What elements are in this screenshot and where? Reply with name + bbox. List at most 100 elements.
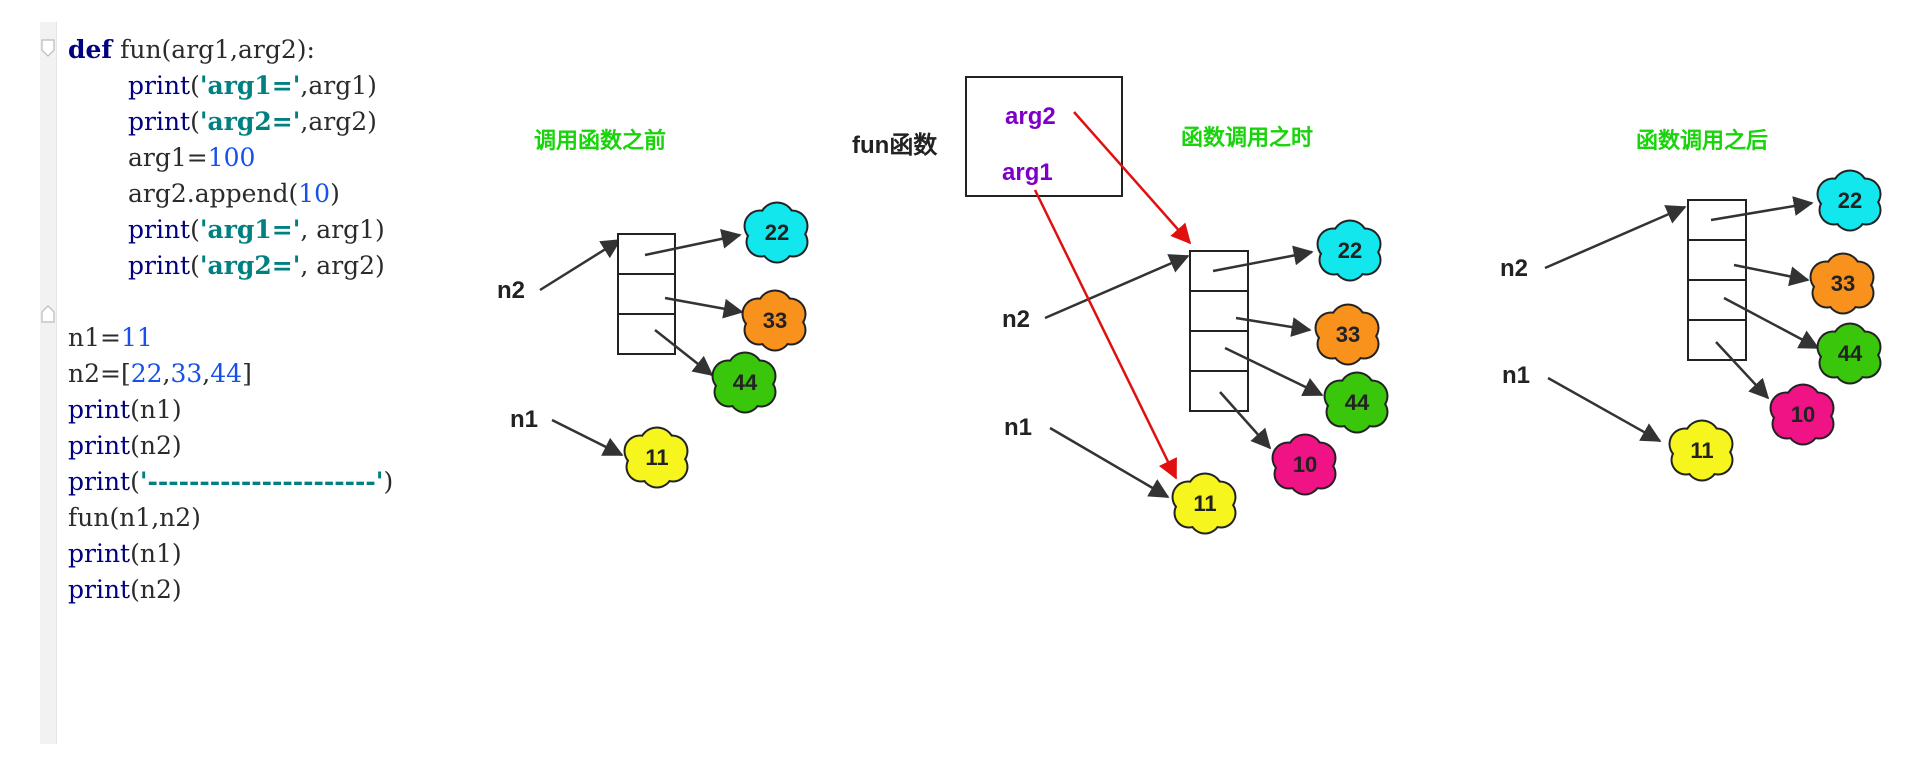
fold-open-icon[interactable] (41, 39, 55, 57)
code-token: def (68, 35, 113, 64)
code-line: print(n2) (68, 428, 182, 464)
cloud-value: 22 (1338, 238, 1362, 263)
arg1-red-arrow (1033, 189, 1178, 480)
fold-close-icon[interactable] (41, 305, 55, 323)
code-token: , arg1) (300, 215, 385, 244)
code-token: ( (130, 467, 140, 496)
code-token: (n2) (130, 575, 182, 604)
code-token: print (68, 539, 131, 568)
during-cloud-11: 11 (1171, 472, 1237, 535)
code-line: print(n2) (68, 572, 182, 608)
after-arrow-10 (1715, 341, 1770, 400)
code-line: print('----------------------') (68, 464, 393, 500)
arg1-label: arg1 (1002, 159, 1053, 186)
code-line: print('arg1=', arg1) (128, 212, 385, 248)
code-token: ( (190, 71, 200, 100)
code-line: n2=[22,33,44] (68, 356, 252, 392)
code-line: n1=11 (68, 320, 153, 356)
cloud-value: 11 (1193, 491, 1216, 516)
cloud-value: 11 (645, 445, 668, 470)
before-n2-label: n2 (497, 277, 525, 304)
code-token: (n1) (130, 395, 182, 424)
after-n1-label: n1 (1502, 362, 1530, 389)
before-list-cell-1 (617, 273, 676, 315)
after-n2-arrow (1544, 205, 1687, 270)
code-token: fun(arg1,arg2): (112, 35, 315, 64)
during-arrow-33 (1235, 316, 1312, 337)
after-list-cell-1 (1687, 239, 1747, 281)
code-token: (n2) (130, 431, 182, 460)
code-token: print (128, 71, 191, 100)
during-n2-arrow (1044, 254, 1190, 320)
code-token: print (68, 431, 131, 460)
during-n1-arrow (1049, 426, 1170, 499)
code-token: 'arg2=' (199, 107, 301, 136)
before-cloud-33: 33 (741, 289, 807, 352)
before-arrow-33 (664, 296, 744, 319)
after-cloud-22: 22 (1816, 169, 1882, 232)
code-token: n1= (68, 323, 121, 352)
code-token: fun(n1,n2) (68, 503, 201, 532)
code-token: arg2.append( (128, 179, 299, 208)
arg2-red-arrow (1073, 111, 1192, 245)
code-token: print (68, 575, 131, 604)
code-token: ) (330, 179, 340, 208)
editor-gutter (40, 22, 56, 744)
code-token: 22 (130, 359, 163, 388)
after-cloud-33: 33 (1809, 252, 1875, 315)
cloud-value: 10 (1293, 452, 1317, 477)
after-diagram: n2 n1 (1500, 196, 1820, 443)
during-list-cell-2 (1189, 330, 1249, 372)
cloud-value: 33 (1336, 322, 1360, 347)
before-diagram: n2 n1 (497, 228, 744, 457)
code-token: arg1= (128, 143, 208, 172)
code-token: ( (190, 251, 200, 280)
after-arrow-44 (1723, 296, 1820, 350)
after-cloud-11: 11 (1668, 419, 1734, 482)
code-token: print (68, 467, 131, 496)
arg2-label: arg2 (1005, 103, 1056, 130)
code-line: print('arg2=', arg2) (128, 248, 385, 284)
cloud-value: 33 (1831, 271, 1855, 296)
code-token: ) (383, 467, 394, 496)
code-token: print (68, 395, 131, 424)
code-token: 'arg2=' (199, 251, 301, 280)
code-token: 100 (207, 143, 256, 172)
before-n1-arrow (551, 418, 624, 457)
code-line: def fun(arg1,arg2): (68, 32, 315, 68)
cloud-value: 22 (765, 220, 789, 245)
code-token: 33 (170, 359, 203, 388)
before-cloud-22: 22 (743, 201, 809, 264)
after-list-cell-2 (1687, 279, 1747, 321)
code-token: , (202, 359, 211, 388)
code-token: '----------------------' (139, 467, 384, 496)
code-token: print (128, 107, 191, 136)
code-token: (n1) (130, 539, 182, 568)
code-token: ,arg1) (300, 71, 377, 100)
code-token: , (162, 359, 171, 388)
during-arrow-22 (1212, 245, 1314, 273)
cloud-value: 10 (1791, 402, 1815, 427)
before-cloud-11: 11 (623, 426, 689, 489)
code-token: 44 (210, 359, 243, 388)
cloud-value: 11 (1690, 438, 1713, 463)
during-title: 函数调用之时 (1181, 125, 1313, 150)
after-n1-arrow (1547, 376, 1662, 443)
code-line: print('arg1=',arg1) (128, 68, 377, 104)
code-token: ,arg2) (300, 107, 377, 136)
code-token: 'arg1=' (199, 71, 301, 100)
code-token: ( (190, 215, 200, 244)
code-line: print(n1) (68, 536, 182, 572)
cloud-value: 33 (763, 308, 787, 333)
after-arrow-33 (1733, 263, 1810, 287)
after-arrow-22 (1710, 196, 1814, 222)
after-cloud-10: 10 (1769, 383, 1835, 446)
during-diagram: fun函数 arg2 arg1 n2 n1 (852, 76, 1324, 499)
code-token: , arg2) (300, 251, 385, 280)
during-cloud-33: 33 (1314, 303, 1380, 366)
code-token: ( (190, 107, 200, 136)
cloud-value: 44 (1838, 341, 1863, 366)
during-arrow-10 (1219, 391, 1272, 450)
